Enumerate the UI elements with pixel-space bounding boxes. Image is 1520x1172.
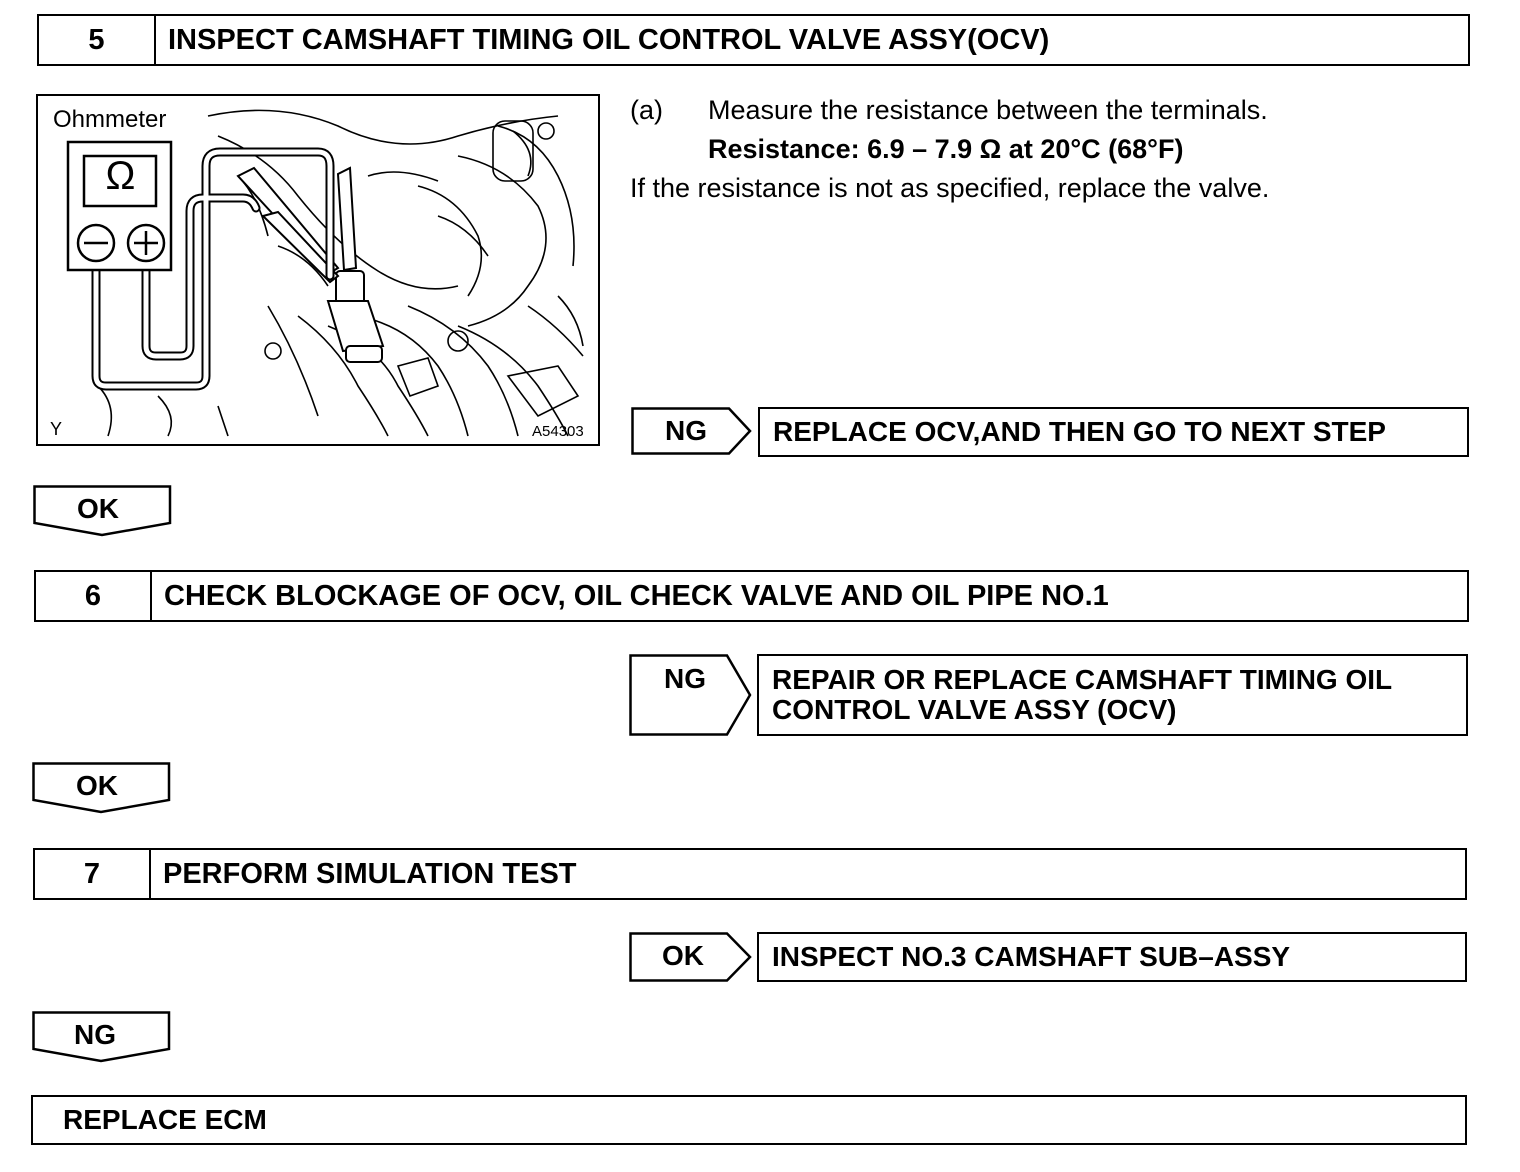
- step-title: CHECK BLOCKAGE OF OCV, OIL CHECK VALVE A…: [164, 579, 1109, 612]
- step-number: 6: [36, 572, 152, 620]
- step-5-header: 5 INSPECT CAMSHAFT TIMING OIL CONTROL VA…: [37, 14, 1470, 66]
- instruction-note: If the resistance is not as specified, r…: [630, 173, 1270, 203]
- step-7-ok-result: INSPECT NO.3 CAMSHAFT SUB–ASSY: [757, 932, 1467, 982]
- ohmmeter-label: Ohmmeter: [53, 106, 167, 133]
- step-6-ng-tag[interactable]: NG: [629, 654, 753, 736]
- step-number: 7: [35, 850, 151, 898]
- ng-label: NG: [665, 415, 707, 446]
- final-action-box: REPLACE ECM: [31, 1095, 1467, 1145]
- step-5-ng-result: REPLACE OCV,AND THEN GO TO NEXT STEP: [758, 407, 1469, 457]
- ok-label: OK: [662, 940, 704, 971]
- ohmmeter-illustration: Ohmmeter Ω Y A54303: [36, 94, 600, 446]
- result-line-2: CONTROL VALVE ASSY (OCV): [772, 694, 1177, 725]
- figure-corner-label: Y: [50, 419, 63, 439]
- instruction-marker: (a): [630, 95, 663, 125]
- ok-label: OK: [76, 770, 118, 801]
- step-title: INSPECT CAMSHAFT TIMING OIL CONTROL VALV…: [168, 23, 1050, 56]
- resistance-spec: Resistance: 6.9 – 7.9 Ω at 20°C (68°F): [708, 134, 1184, 164]
- result-line-1: REPAIR OR REPLACE CAMSHAFT TIMING OIL: [772, 664, 1393, 695]
- step-7-header: 7 PERFORM SIMULATION TEST: [33, 848, 1467, 900]
- figure-code: A54303: [532, 423, 584, 440]
- step-5-ok-tag[interactable]: OK: [33, 485, 172, 537]
- ok-label: OK: [77, 493, 119, 524]
- omega-symbol: Ω: [105, 154, 136, 198]
- ng-label: NG: [664, 663, 706, 694]
- step-title: PERFORM SIMULATION TEST: [163, 857, 577, 890]
- step-6-header: 6 CHECK BLOCKAGE OF OCV, OIL CHECK VALVE…: [34, 570, 1469, 622]
- step-7-ng-tag[interactable]: NG: [32, 1011, 171, 1063]
- ng-label: NG: [74, 1019, 116, 1050]
- step-6-ok-tag[interactable]: OK: [32, 762, 171, 814]
- step-5-ng-tag[interactable]: NG: [631, 407, 753, 455]
- step-6-ng-result: REPAIR OR REPLACE CAMSHAFT TIMING OIL CO…: [757, 654, 1468, 736]
- step-7-ok-tag[interactable]: OK: [629, 932, 753, 982]
- step-number: 5: [39, 16, 156, 64]
- instruction-text: Measure the resistance between the termi…: [708, 95, 1268, 125]
